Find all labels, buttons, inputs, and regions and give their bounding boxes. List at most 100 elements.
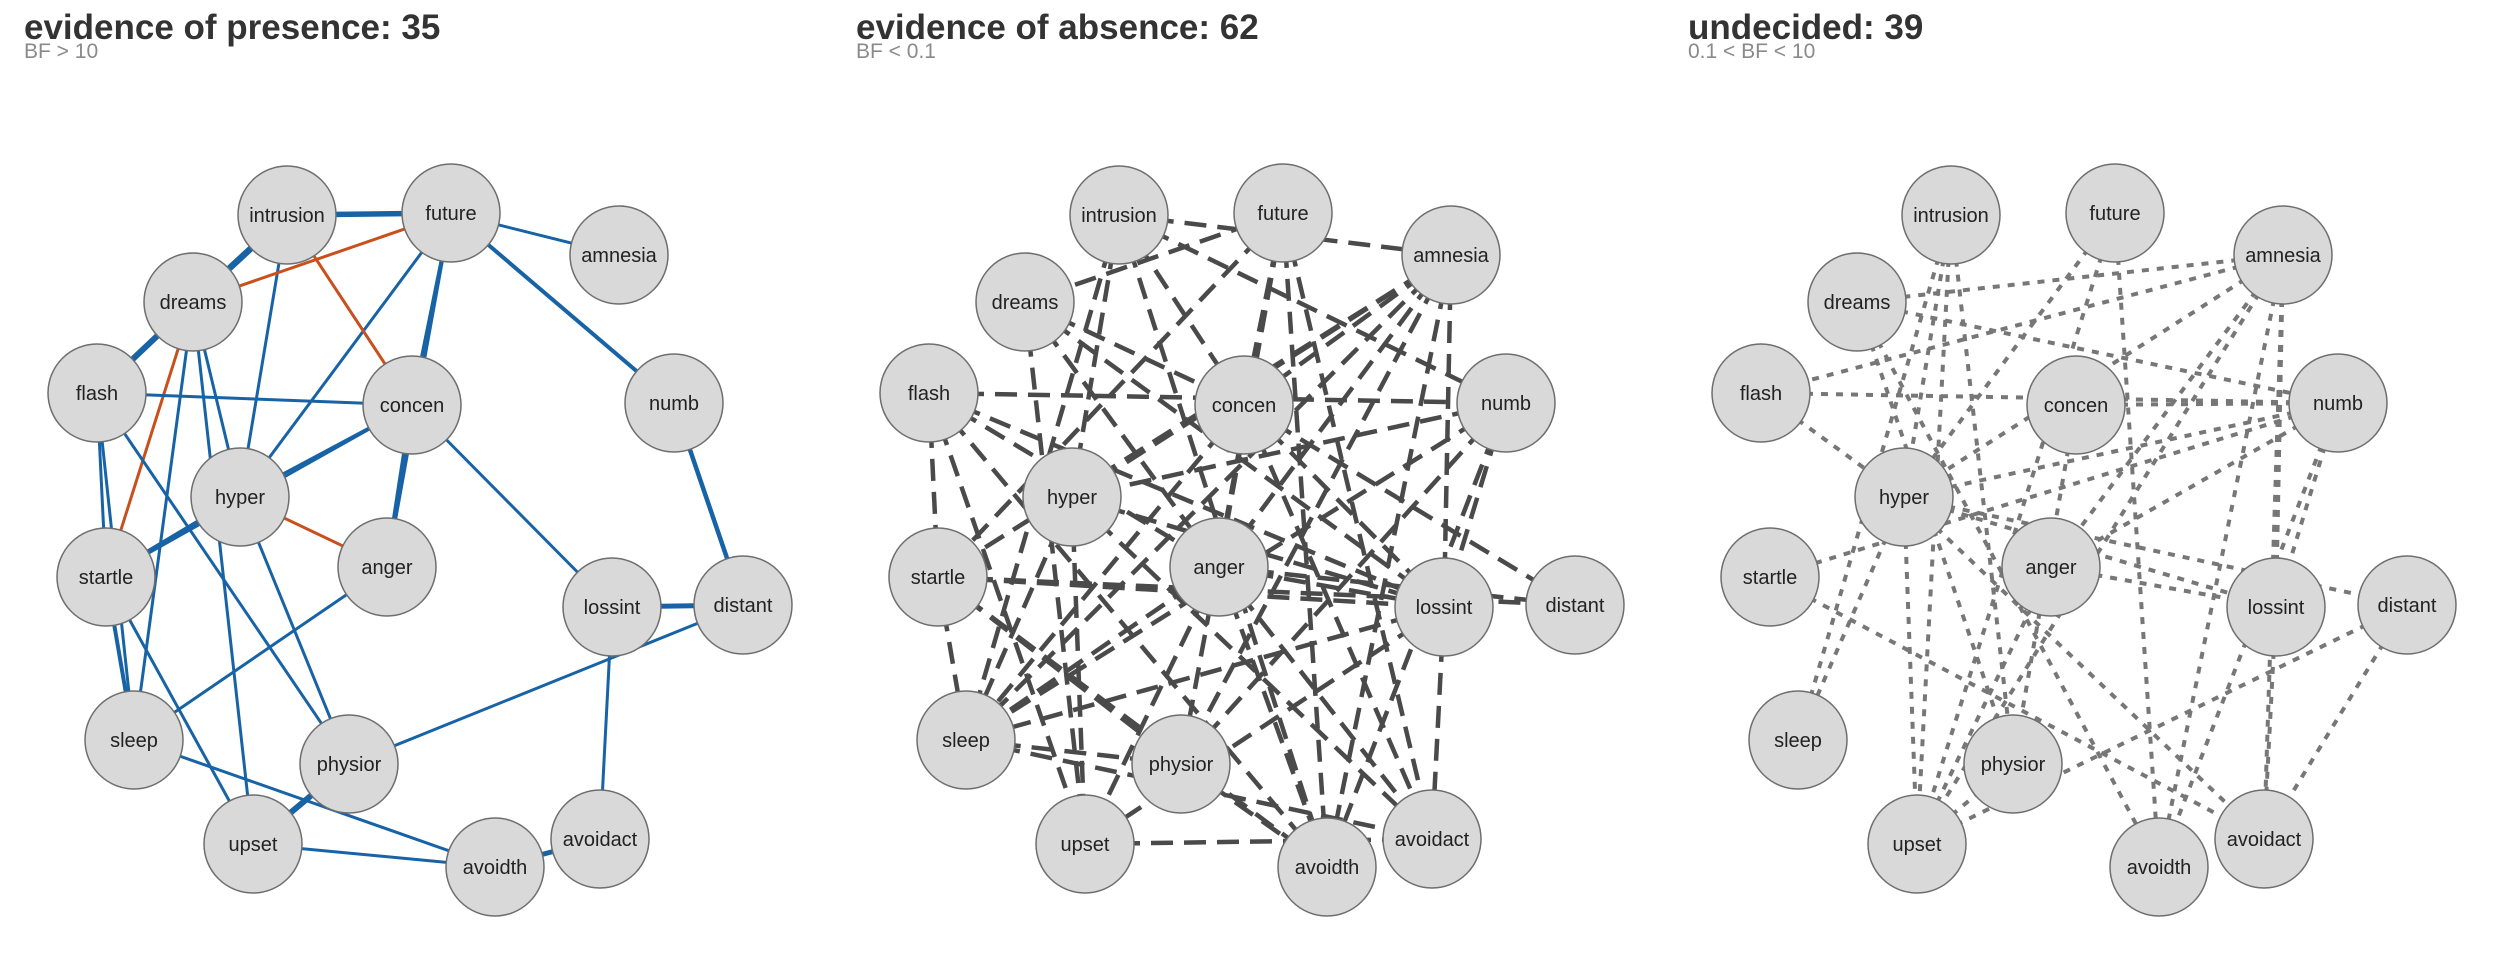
edge-startle-avoidact (1769, 575, 2265, 841)
node-sleep: sleep (916, 690, 1016, 790)
node-concen: concen (362, 355, 462, 455)
node-circle (1711, 343, 1811, 443)
node-label: future (1257, 203, 1308, 225)
node-physior: physior (299, 714, 399, 814)
node-label: flash (1740, 383, 1782, 405)
edge-future-avoidth (2113, 212, 2161, 868)
node-intrusion: intrusion (237, 165, 337, 265)
edge-anger-avoidact (1217, 565, 1434, 841)
panel-presence: evidence of presence: 35 BF > 10 intrusi… (0, 0, 832, 960)
node-circle (190, 447, 290, 547)
node-label: distant (2378, 595, 2437, 617)
node-label: distant (1546, 595, 1605, 617)
node-circle (2001, 517, 2101, 617)
node-anger: anger (337, 517, 437, 617)
node-label: hyper (1047, 487, 1097, 509)
edge-lossint-upset (1083, 605, 1446, 846)
edge-dreams-upset (191, 301, 255, 845)
node-circle (562, 557, 662, 657)
node-label: hyper (1879, 487, 1929, 509)
node-circle (1277, 817, 1377, 917)
node-numb: numb (2288, 353, 2388, 453)
panel-subtitle: 0.1 < BF < 10 (1688, 40, 1816, 63)
node-label: avoidact (1395, 829, 1470, 851)
node-sleep: sleep (1748, 690, 1848, 790)
node-circle (1069, 165, 1169, 265)
edge-future-physior (1178, 212, 1286, 765)
node-numb: numb (1456, 353, 1556, 453)
node-label: avoidth (463, 857, 528, 879)
node-label: amnesia (1413, 245, 1489, 267)
node-hyper: hyper (1022, 447, 1122, 547)
node-circle (569, 205, 669, 305)
node-concen: concen (2026, 355, 2126, 455)
edge-dreams-sleep (132, 301, 195, 741)
node-label: intrusion (1081, 205, 1157, 227)
edge-hyper-avoidact (1070, 495, 1434, 841)
node-distant: distant (2357, 555, 2457, 655)
node-circle (2026, 355, 2126, 455)
node-circle (2357, 555, 2457, 655)
panel-title: evidence of presence: 35 (24, 8, 441, 47)
node-label: concen (1212, 395, 1277, 417)
node-label: amnesia (581, 245, 657, 267)
node-label: sleep (1774, 730, 1822, 752)
edge-future-upset (1915, 212, 2117, 845)
edge-hyper-upset (1902, 496, 1919, 845)
edge-anger-distant (1218, 564, 1576, 608)
node-circle (2065, 163, 2165, 263)
node-concen: concen (1194, 355, 1294, 455)
node-amnesia: amnesia (569, 205, 669, 305)
node-label: avoidact (2227, 829, 2302, 851)
node-circle (1022, 447, 1122, 547)
node-circle (879, 343, 979, 443)
node-circle (1720, 527, 1820, 627)
node-circle (1401, 205, 1501, 305)
node-circle (203, 794, 303, 894)
edge-flash-concen (96, 391, 413, 407)
panel-subtitle: BF < 0.1 (856, 40, 936, 63)
node-label: startle (79, 567, 133, 589)
node-distant: distant (1525, 555, 1625, 655)
node-label: concen (380, 395, 445, 417)
node-label: amnesia (2245, 245, 2321, 267)
node-avoidact: avoidact (2214, 789, 2314, 889)
node-label: sleep (110, 730, 158, 752)
node-circle (2233, 205, 2333, 305)
node-intrusion: intrusion (1901, 165, 2001, 265)
node-label: anger (361, 557, 412, 579)
node-circle (693, 555, 793, 655)
node-circle (1867, 794, 1967, 894)
node-label: physior (317, 754, 382, 776)
edge-amnesia-startle (936, 253, 1453, 579)
node-label: dreams (160, 292, 227, 314)
edge-flash-upset (926, 392, 1088, 845)
node-future: future (2065, 163, 2165, 263)
edge-future-avoidth (1280, 212, 1330, 868)
node-avoidact: avoidact (1382, 789, 1482, 889)
node-circle (1901, 165, 2001, 265)
edge-concen-avoidact (1241, 404, 1435, 840)
node-label: avoidth (1295, 857, 1360, 879)
node-label: numb (2313, 393, 2363, 415)
node-circle (1035, 794, 1135, 894)
node-label: startle (1743, 567, 1797, 589)
edge-intrusion-physior (1949, 214, 2015, 765)
panel-absence: evidence of absence: 62 BF < 0.1 intrusi… (832, 0, 1664, 960)
node-label: lossint (2248, 597, 2305, 619)
node-circle (56, 527, 156, 627)
node-circle (1525, 555, 1625, 655)
node-label: physior (1981, 754, 2046, 776)
edge-anger-sleep (964, 565, 1221, 742)
node-circle (624, 353, 724, 453)
node-circle (1854, 447, 1954, 547)
node-flash: flash (1711, 343, 1811, 443)
node-dreams: dreams (1807, 252, 1907, 352)
node-distant: distant (693, 555, 793, 655)
node-lossint: lossint (562, 557, 662, 657)
edge-numb-startle (1769, 401, 2339, 579)
node-circle (362, 355, 462, 455)
edge-upset-avoidact (1084, 836, 1433, 847)
